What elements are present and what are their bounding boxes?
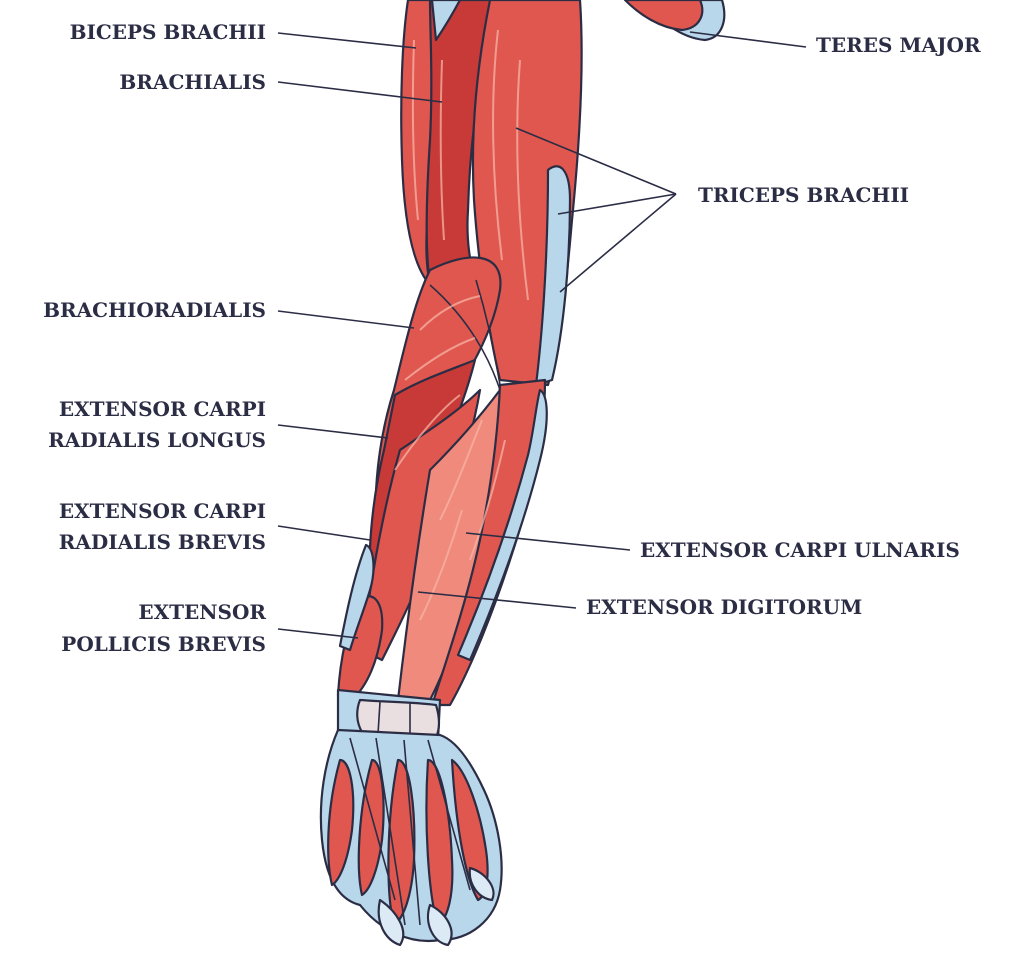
radial-tendon — [338, 543, 375, 652]
labels-right: TERES MAJOR TRICEPS BRACHII EXTENSOR CAR… — [586, 33, 981, 619]
label-extensor-carpi-ulnaris: EXTENSOR CARPI ULNARIS — [640, 538, 960, 562]
label-extensor-carpi-radialis-brevis-line1: EXTENSOR CARPI — [59, 499, 266, 523]
leader-extensor-digitorum — [417, 591, 577, 609]
teres-major-muscle — [623, 0, 726, 42]
label-brachialis: BRACHIALIS — [119, 70, 266, 94]
ulnar-tendon — [456, 388, 548, 662]
leader-triceps-1 — [515, 127, 677, 195]
leader-triceps-2 — [557, 193, 677, 215]
thumb-muscle — [327, 758, 355, 887]
leader-brachioradialis — [277, 310, 415, 329]
labels-left: BICEPS BRACHII BRACHIALIS BRACHIORADIALI… — [43, 20, 266, 656]
label-teres-major: TERES MAJOR — [816, 33, 981, 57]
leader-extensor-carpi-radialis-brevis — [277, 525, 371, 541]
label-extensor-digitorum: EXTENSOR DIGITORUM — [586, 595, 862, 619]
label-extensor-carpi-radialis-longus-line1: EXTENSOR CARPI — [59, 397, 266, 421]
leader-lines — [277, 31, 807, 639]
forearm — [336, 256, 548, 707]
leader-triceps-3 — [559, 193, 677, 293]
label-extensor-pollicis-brevis-line2: POLLICIS BREVIS — [61, 632, 266, 656]
triceps-tendon — [534, 165, 572, 387]
leader-biceps-brachii — [277, 32, 417, 49]
label-triceps-brachii: TRICEPS BRACHII — [698, 183, 909, 207]
leader-brachialis — [277, 81, 443, 103]
biceps-tendon-top — [430, 0, 462, 42]
label-extensor-carpi-radialis-longus-line2: RADIALIS LONGUS — [48, 428, 266, 452]
leader-teres-major — [689, 31, 807, 48]
finger-ring — [425, 758, 454, 927]
leader-extensor-pollicis-brevis — [277, 628, 359, 639]
leader-extensor-carpi-radialis-longus — [277, 424, 389, 439]
leader-extensor-carpi-ulnaris — [465, 532, 631, 551]
hand — [319, 728, 503, 947]
label-biceps-brachii: BICEPS BRACHII — [70, 20, 266, 44]
finger-middle — [387, 758, 416, 927]
arm-illustration — [319, 0, 726, 947]
label-extensor-carpi-radialis-brevis-line2: RADIALIS BREVIS — [59, 530, 266, 554]
label-extensor-pollicis-brevis-line1: EXTENSOR — [138, 600, 266, 624]
wrist — [336, 688, 442, 742]
label-brachioradialis: BRACHIORADIALIS — [43, 298, 266, 322]
